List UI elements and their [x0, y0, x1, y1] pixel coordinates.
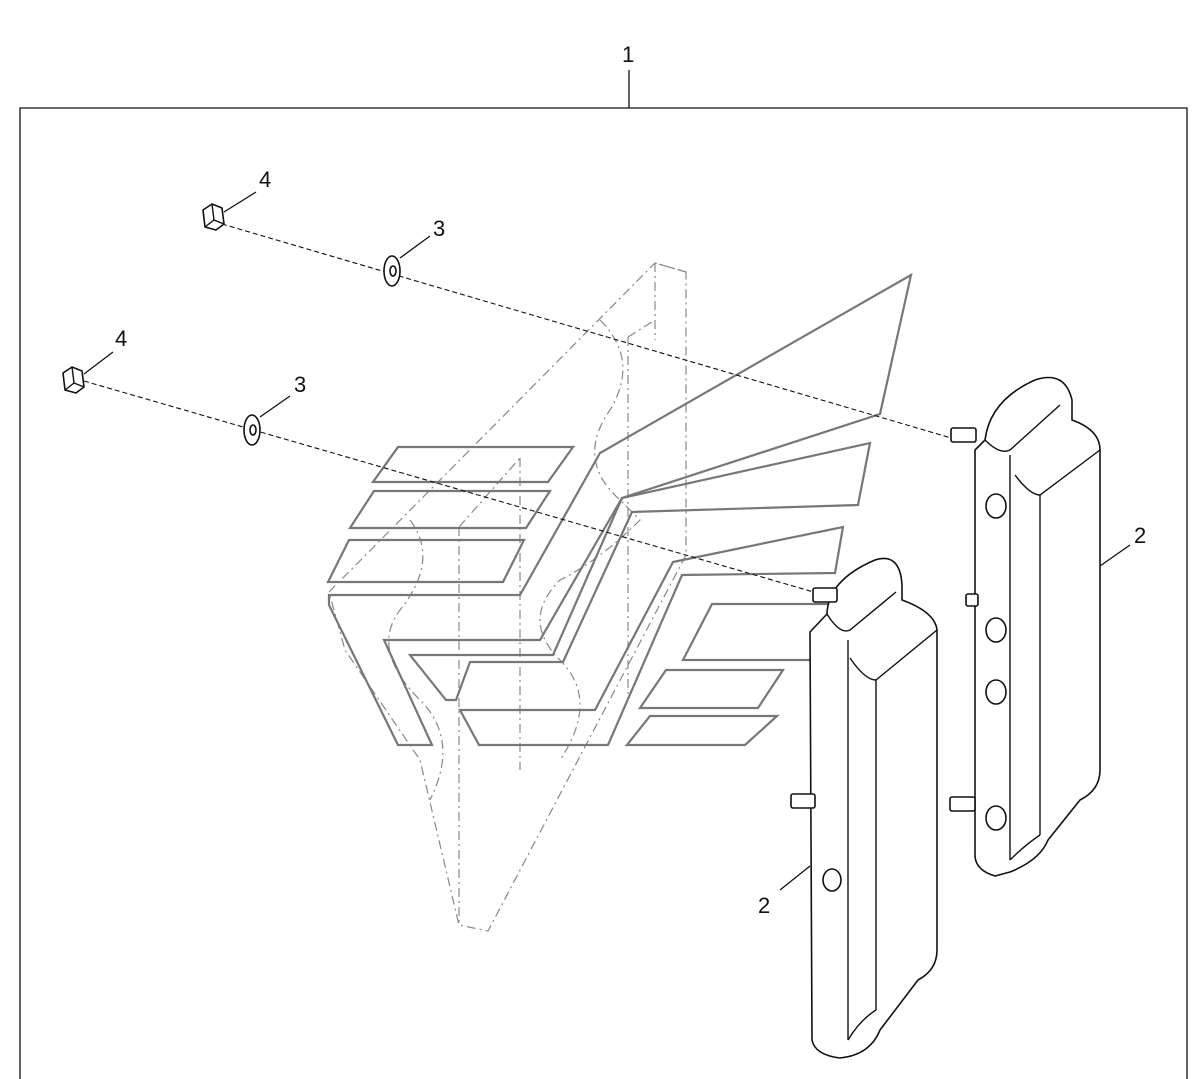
callout-washer-lower: 3: [294, 372, 306, 397]
washer-lower: [243, 414, 261, 446]
callout-weight-right-group: 2: [1099, 523, 1146, 567]
counterweight-left: [790, 557, 938, 1059]
callout-washer-upper-group: 3: [399, 216, 445, 259]
assembly-frame: 1: [19, 42, 1188, 1079]
callout-weight-right: 2: [1134, 523, 1146, 548]
callout-nut-lower-group: 4: [83, 326, 127, 375]
washer-upper: [383, 255, 401, 287]
callout-nut-upper-group: 4: [223, 167, 271, 213]
counterweight-right: [949, 376, 1101, 877]
callout-assembly: 1: [622, 42, 634, 67]
callout-weight-left: 2: [758, 893, 770, 918]
callout-nut-upper: 4: [259, 167, 271, 192]
hex-nut-lower: [62, 366, 85, 394]
callout-weight-left-group: 2: [758, 865, 811, 918]
callout-nut-lower: 4: [115, 326, 127, 351]
phantom-bracket: [328, 262, 687, 932]
alignment-axes: [83, 223, 959, 596]
callout-washer-lower-group: 3: [259, 372, 306, 418]
callout-washer-upper: 3: [433, 216, 445, 241]
watermark-logo: [326, 272, 913, 747]
hex-nut-upper: [202, 203, 225, 231]
